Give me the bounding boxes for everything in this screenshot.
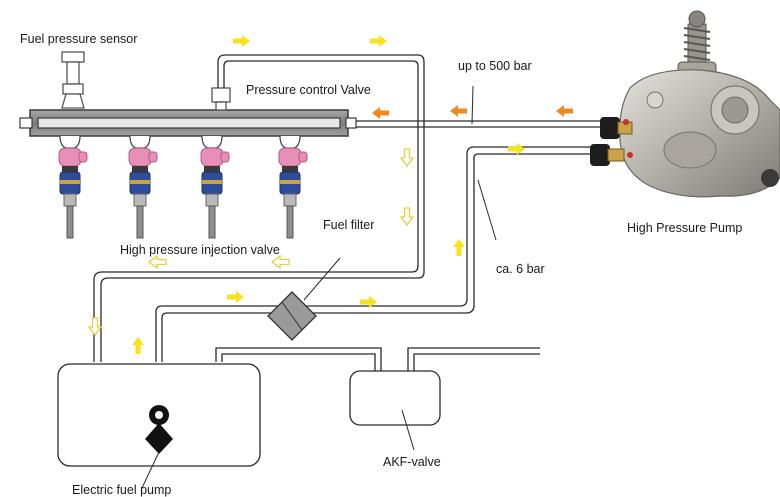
flow-arrow-10	[270, 254, 290, 270]
flow-arrow-11	[453, 239, 465, 256]
label-fuel-filter: Fuel filter	[323, 218, 375, 232]
fuel-rail	[19, 109, 357, 137]
flow-arrow-13	[360, 296, 377, 308]
flow-arrow-3	[450, 105, 467, 117]
flow-arrow-14	[87, 317, 103, 337]
fuel-lines	[93, 54, 600, 372]
flow-arrow-15	[132, 337, 144, 354]
label-high-pressure-pump: High Pressure Pump	[627, 221, 743, 235]
flow-arrow-1	[233, 35, 250, 47]
label-akf-valve: AKF-valve	[383, 455, 441, 469]
injector-4	[278, 135, 308, 239]
injector-group	[58, 135, 308, 239]
flow-arrow-2	[370, 35, 387, 47]
flow-arrow-6	[508, 143, 525, 155]
flow-arrow-9	[147, 254, 167, 270]
injector-2	[128, 135, 158, 239]
akf-valve-canister	[349, 370, 441, 426]
flow-arrows	[87, 35, 573, 354]
flow-arrow-4	[556, 105, 573, 117]
high-pressure-pump	[590, 10, 780, 198]
fuel-filter	[267, 291, 317, 341]
leader-lines	[141, 85, 497, 489]
injector-3	[200, 135, 230, 239]
label-ca-6-bar: ca. 6 bar	[496, 262, 545, 276]
flow-arrow-8	[399, 207, 415, 227]
label-pressure-control-valve: Pressure control Valve	[246, 83, 371, 97]
fuel-pressure-sensor	[61, 51, 85, 109]
label-high-pressure-injection-valve: High pressure injection valve	[120, 243, 280, 257]
flow-arrow-7	[399, 148, 415, 168]
label-fuel-pressure-sensor: Fuel pressure sensor	[20, 32, 138, 46]
pressure-control-valve	[211, 87, 231, 111]
flow-arrow-5	[372, 107, 389, 119]
label-up-to-500-bar: up to 500 bar	[458, 59, 532, 73]
label-electric-fuel-pump: Electric fuel pump	[72, 483, 172, 497]
pump-symbol-icon	[145, 405, 173, 454]
injector-1	[58, 135, 88, 239]
flow-arrow-12	[227, 291, 244, 303]
